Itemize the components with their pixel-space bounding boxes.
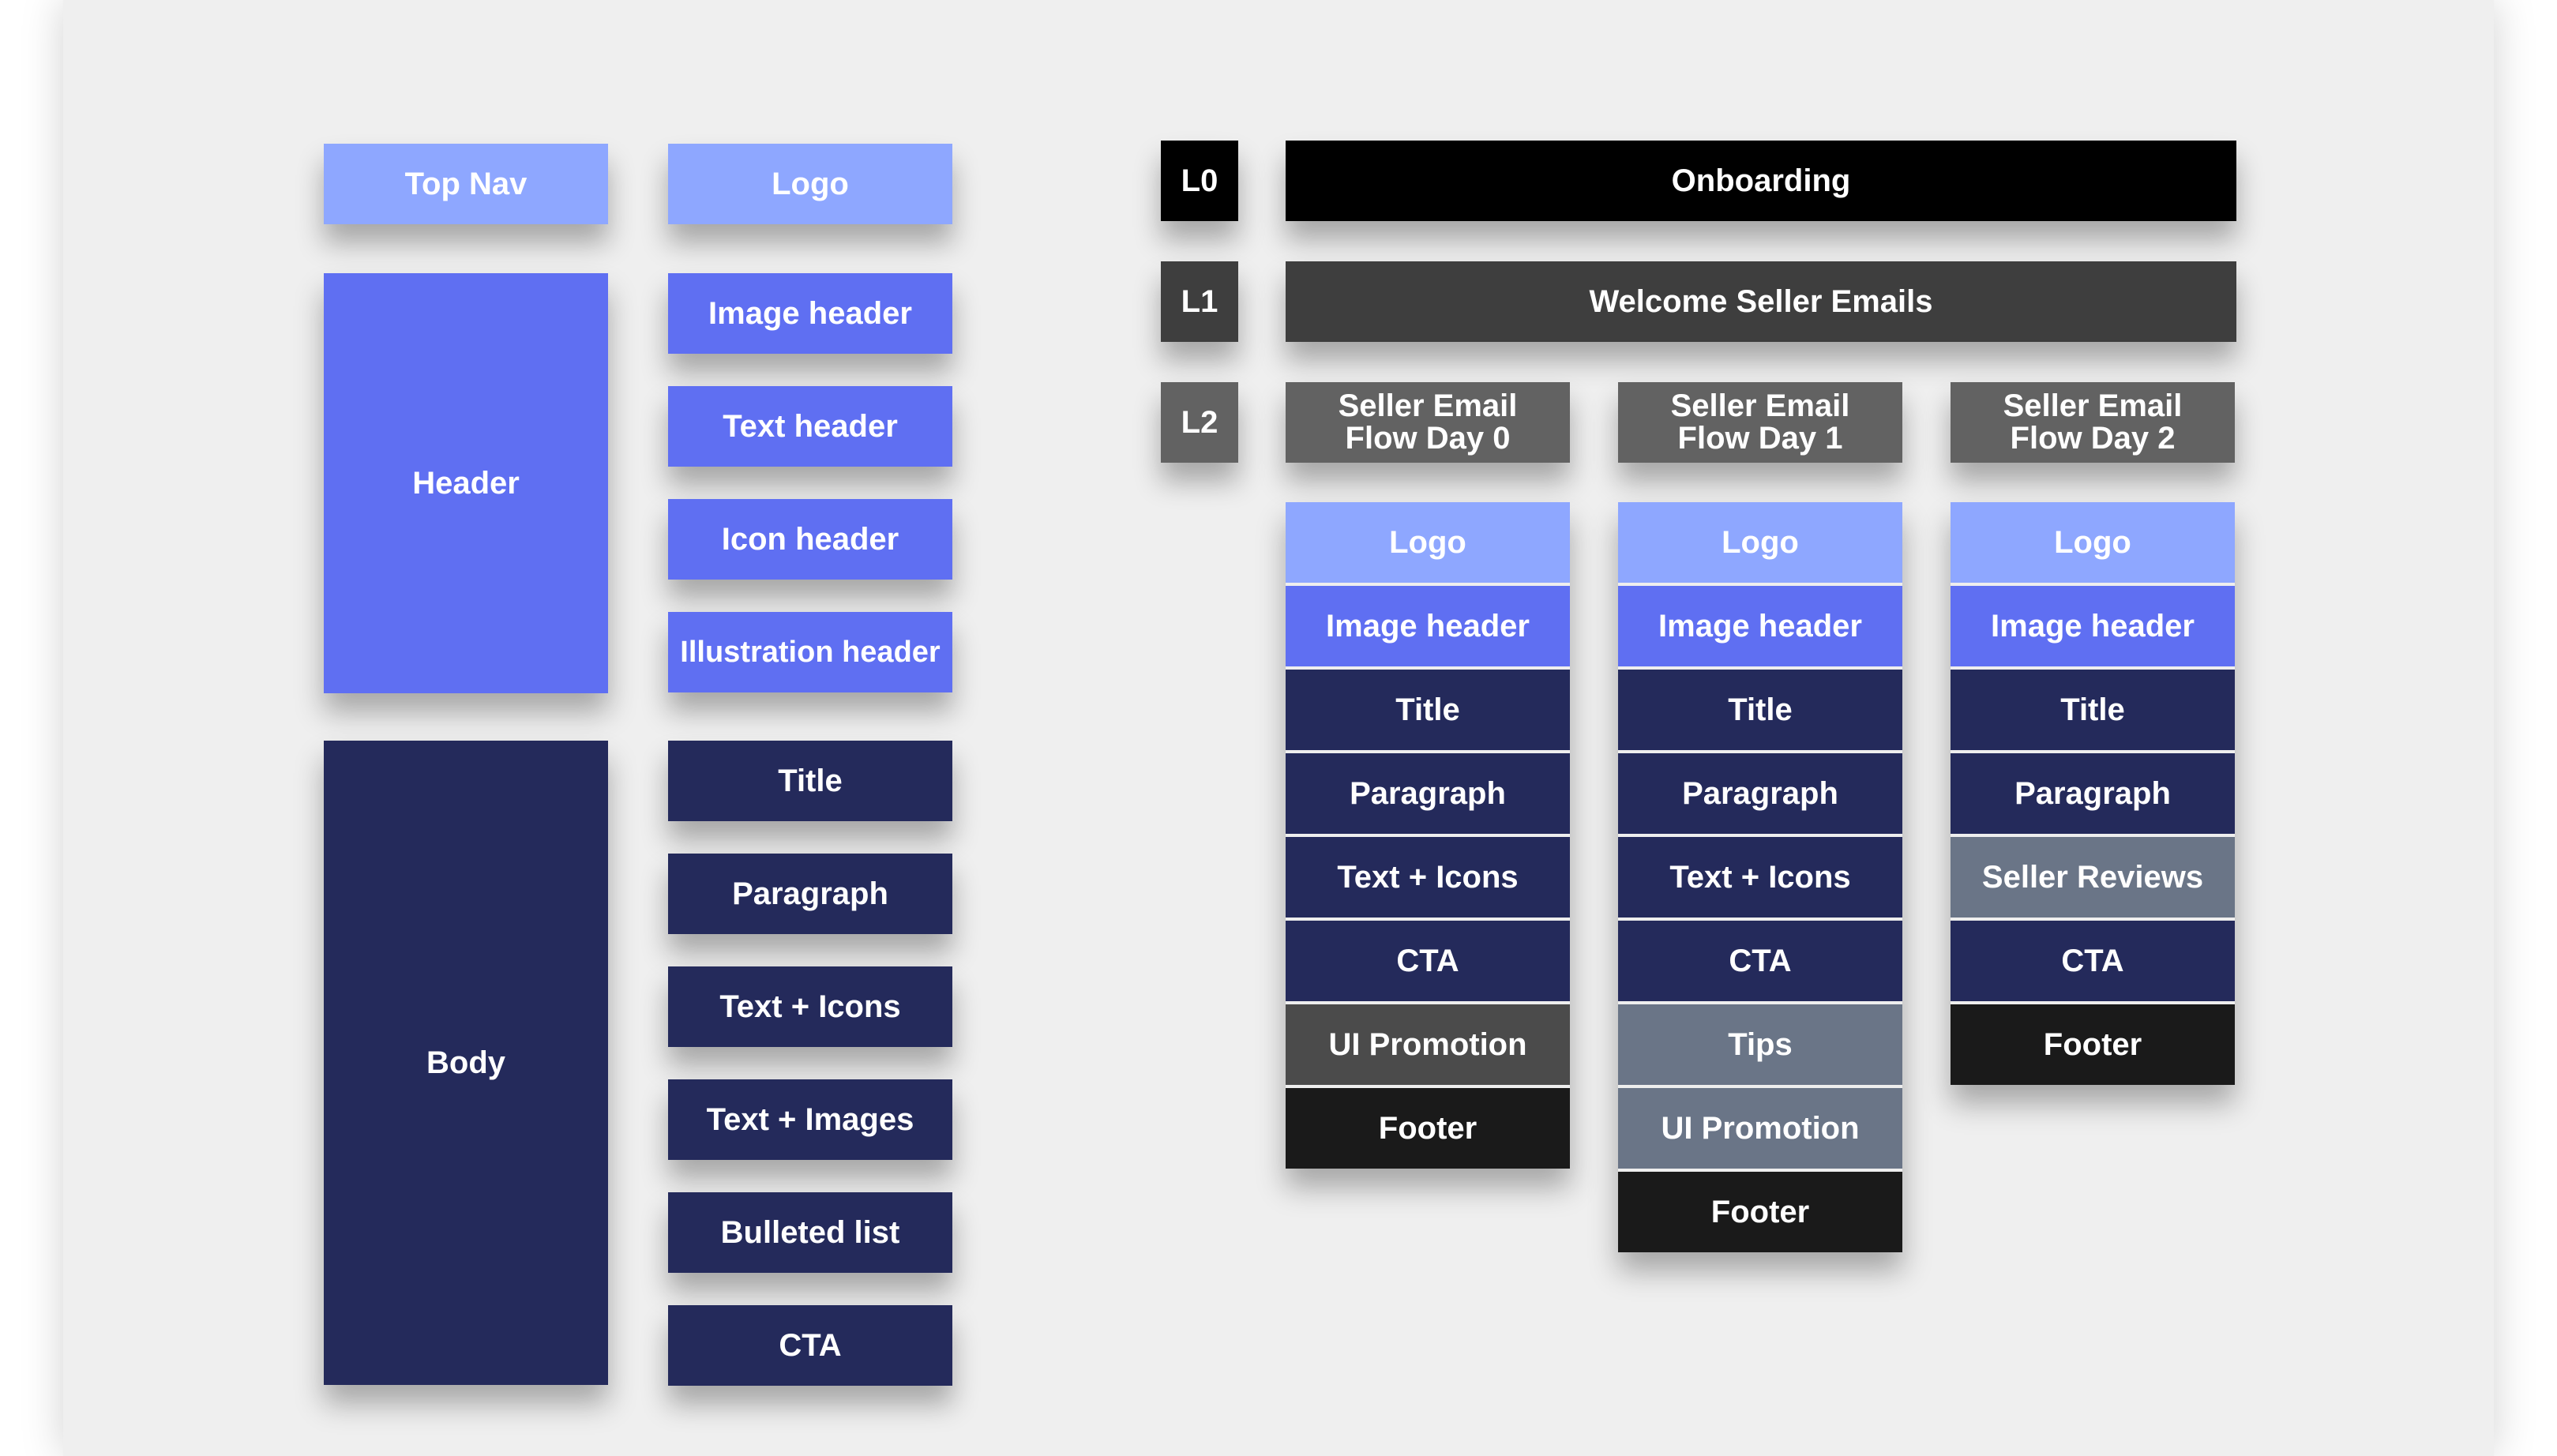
flow-block-cta: CTA xyxy=(1951,918,2235,1001)
flow-block-ui-promotion: UI Promotion xyxy=(1286,1001,1570,1085)
flow-block-seller-reviews: Seller Reviews xyxy=(1951,834,2235,918)
flow-block-footer: Footer xyxy=(1951,1001,2235,1085)
flow-day-2-stack: Logo Image header Title Paragraph Seller… xyxy=(1951,502,2235,1085)
component-icon-header: Icon header xyxy=(668,499,952,580)
flow-block-tips: Tips xyxy=(1618,1001,1902,1085)
flow-block-paragraph: Paragraph xyxy=(1618,750,1902,834)
flow-block-image-header: Image header xyxy=(1951,583,2235,666)
l0-onboarding-bar: Onboarding xyxy=(1286,141,2236,221)
section-body: Body xyxy=(324,741,608,1385)
flow-block-text-icons: Text + Icons xyxy=(1618,834,1902,918)
flow-block-cta: CTA xyxy=(1618,918,1902,1001)
component-title: Title xyxy=(668,741,952,821)
flow-block-footer: Footer xyxy=(1286,1085,1570,1169)
component-paragraph: Paragraph xyxy=(668,854,952,934)
flow-day-0-stack: Logo Image header Title Paragraph Text +… xyxy=(1286,502,1570,1169)
flow-block-title: Title xyxy=(1951,666,2235,750)
flow-block-logo: Logo xyxy=(1618,502,1902,583)
flow-block-image-header: Image header xyxy=(1286,583,1570,666)
level-tag-l1: L1 xyxy=(1161,261,1238,342)
component-image-header: Image header xyxy=(668,273,952,354)
flow-block-title: Title xyxy=(1618,666,1902,750)
flow-block-text-icons: Text + Icons xyxy=(1286,834,1570,918)
section-header: Header xyxy=(324,273,608,693)
component-text-icons: Text + Icons xyxy=(668,966,952,1047)
component-illustration-header: Illustration header xyxy=(668,612,952,692)
flow-block-cta: CTA xyxy=(1286,918,1570,1001)
flow-block-footer: Footer xyxy=(1618,1169,1902,1252)
component-cta: CTA xyxy=(668,1305,952,1386)
flow-day-1-stack: Logo Image header Title Paragraph Text +… xyxy=(1618,502,1902,1252)
flow-block-ui-promotion: UI Promotion xyxy=(1618,1085,1902,1169)
component-text-header: Text header xyxy=(668,386,952,467)
section-top-nav: Top Nav xyxy=(324,144,608,224)
flow-block-logo: Logo xyxy=(1951,502,2235,583)
flow-day-1-header: Seller Email Flow Day 1 xyxy=(1618,382,1902,463)
flow-day-0-header: Seller Email Flow Day 0 xyxy=(1286,382,1570,463)
l1-welcome-seller-emails-bar: Welcome Seller Emails xyxy=(1286,261,2236,342)
flow-block-image-header: Image header xyxy=(1618,583,1902,666)
flow-block-paragraph: Paragraph xyxy=(1951,750,2235,834)
component-logo: Logo xyxy=(668,144,952,224)
flow-day-2-header: Seller Email Flow Day 2 xyxy=(1951,382,2235,463)
level-tag-l0: L0 xyxy=(1161,141,1238,221)
component-bulleted-list: Bulleted list xyxy=(668,1192,952,1273)
flow-block-title: Title xyxy=(1286,666,1570,750)
flow-block-paragraph: Paragraph xyxy=(1286,750,1570,834)
component-text-images: Text + Images xyxy=(668,1079,952,1160)
flow-block-logo: Logo xyxy=(1286,502,1570,583)
level-tag-l2: L2 xyxy=(1161,382,1238,463)
